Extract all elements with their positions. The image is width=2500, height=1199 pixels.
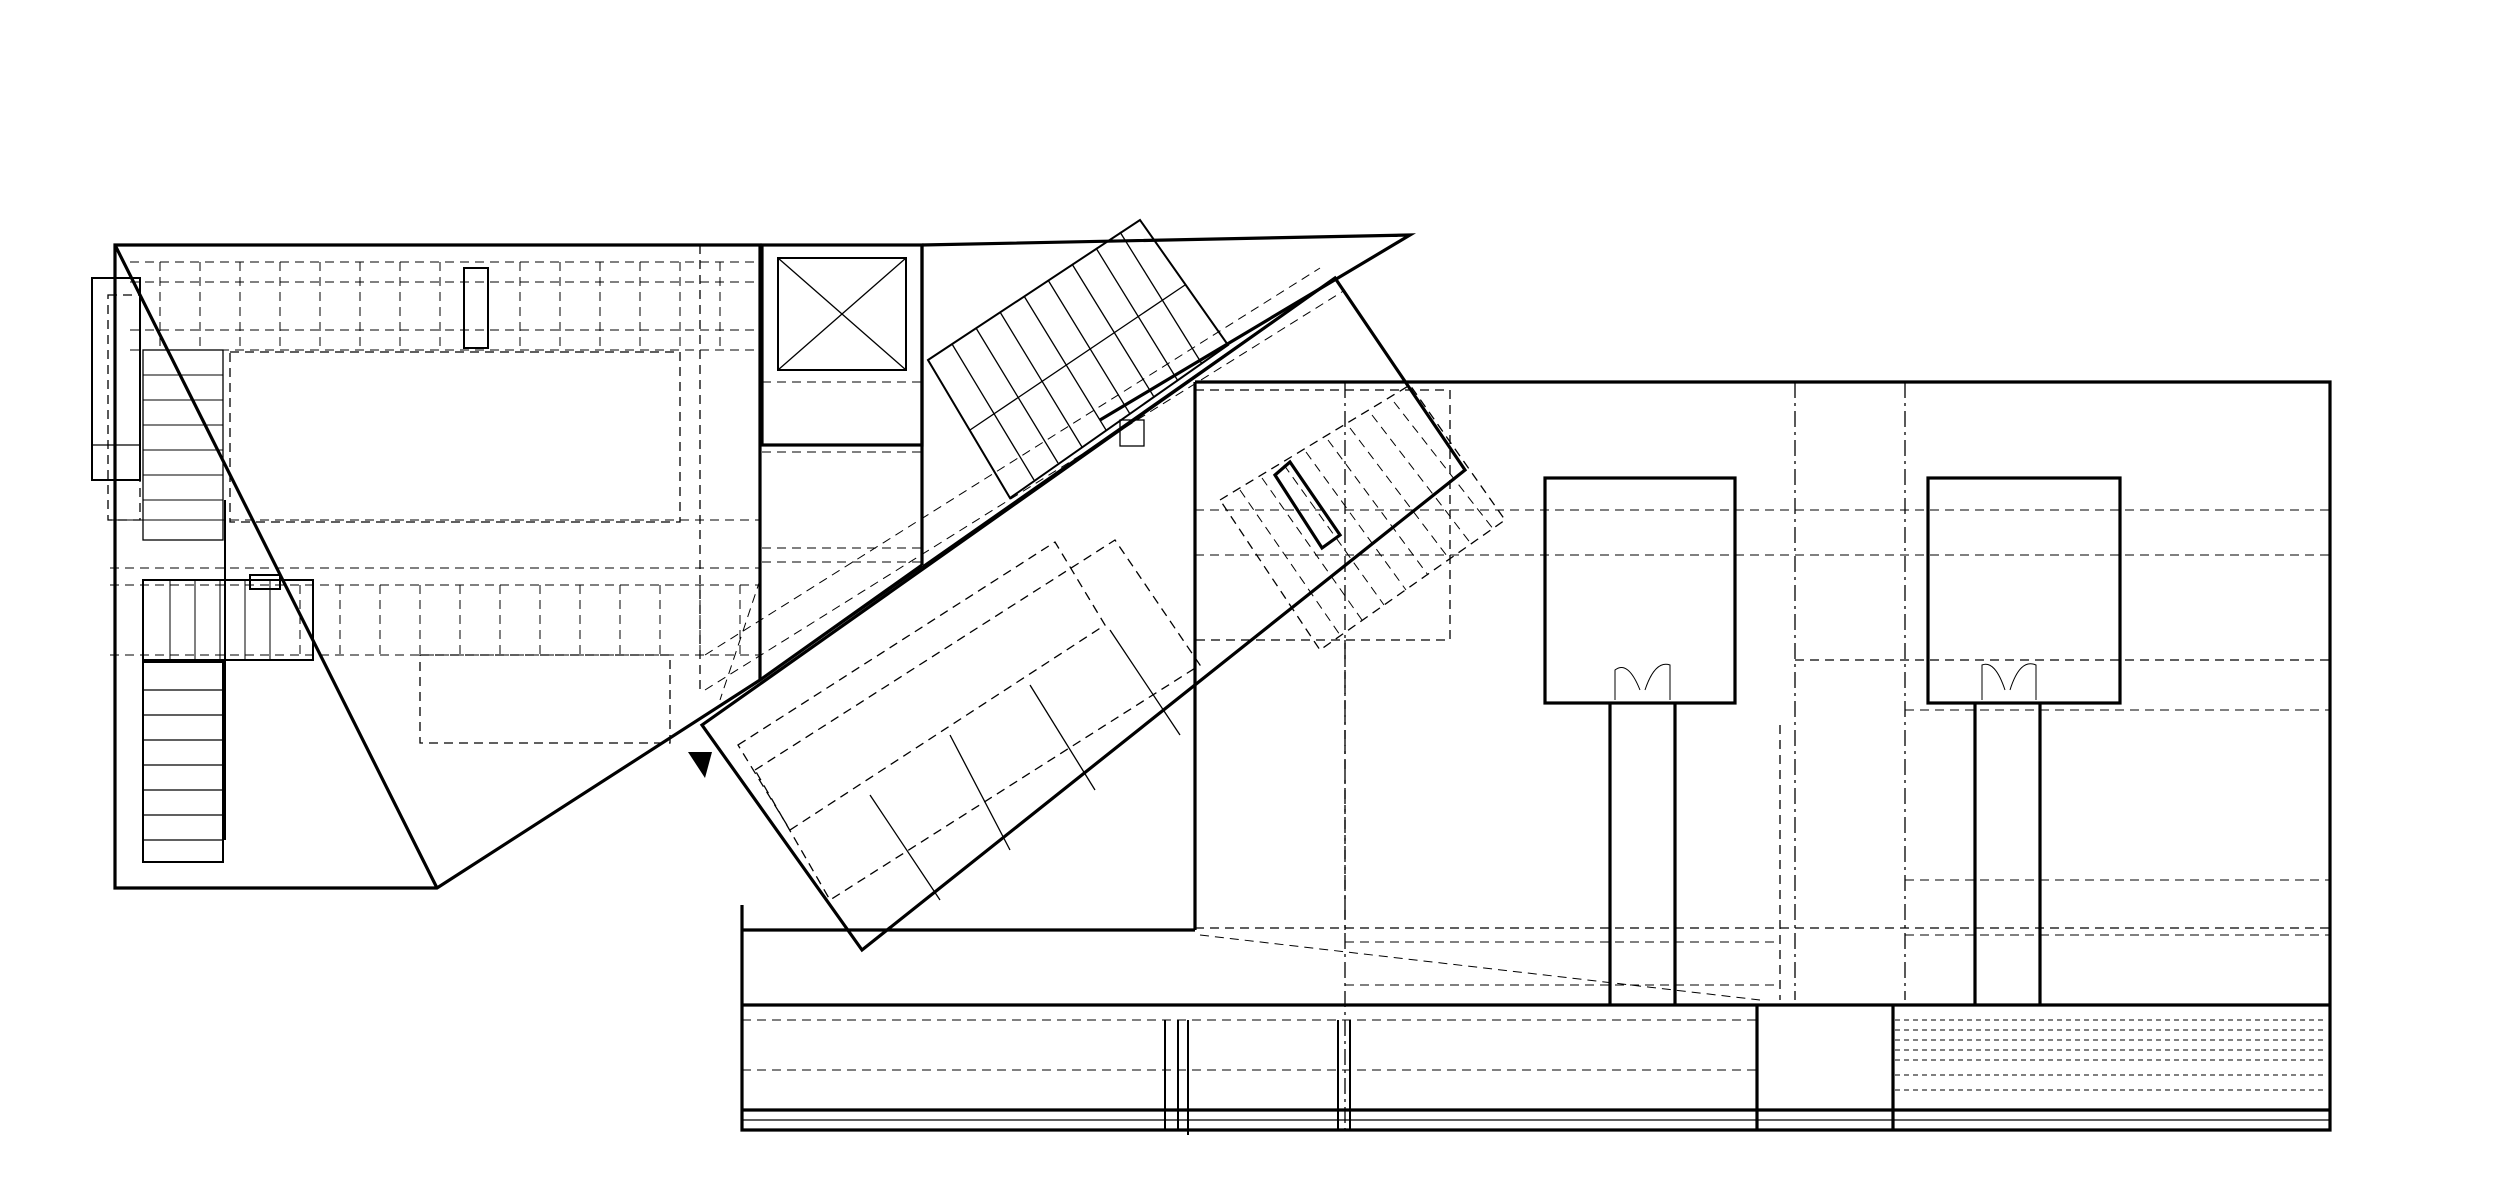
chimney-slot	[463, 267, 489, 349]
pavilion-inner-edge	[759, 563, 923, 682]
central-core	[699, 243, 924, 690]
pavilion-room-dashed	[737, 541, 1106, 831]
west-wing-diagonal-wall	[113, 244, 439, 889]
north-stair-flight	[926, 218, 1230, 500]
east-block	[740, 380, 2332, 1135]
skylight-box	[777, 257, 907, 371]
roof-rafters-top	[159, 262, 721, 350]
west-stair-lower-flight	[142, 661, 224, 863]
east-rotated-stair	[1194, 384, 1506, 651]
roof-rafters-bottom	[299, 585, 741, 655]
east-stair-treads	[1239, 401, 1495, 636]
north-stair-step-box	[1119, 419, 1145, 447]
room-a-door-swing	[1614, 663, 1671, 700]
west-stair-upper-flight	[142, 349, 224, 541]
hatched-band	[1895, 1019, 2325, 1091]
west-wing	[91, 243, 762, 890]
north-canopy	[921, 233, 1417, 422]
west-entry-frame-dashed	[107, 294, 141, 521]
west-wing-room-outline	[419, 654, 671, 744]
east-stair-box	[1272, 459, 1343, 551]
west-stair-landing	[142, 579, 314, 661]
room-b-door-swing	[1981, 663, 2037, 700]
west-stair	[142, 349, 314, 863]
pavilion-outline	[699, 275, 1468, 953]
west-wing-room-outline	[229, 351, 681, 523]
west-wing-outline	[113, 243, 762, 890]
pavilion-room-dashed	[754, 539, 1201, 901]
east-stair-zone-dashed	[1194, 389, 1451, 641]
west-stair-landing-treads	[169, 580, 271, 660]
pavilion-dashed-line	[719, 579, 761, 701]
triangle-marker-icon	[688, 752, 712, 778]
north-stair	[921, 218, 1417, 500]
core-outline	[760, 243, 924, 447]
room-b-outline	[1926, 476, 2122, 705]
west-stair-newel	[249, 574, 281, 590]
east-block-outline	[740, 380, 2332, 1132]
west-stair-upper-treads	[143, 374, 223, 521]
north-stair-treads	[951, 231, 1203, 481]
pavilion-dashed-diagonal	[704, 267, 1321, 656]
rotated-pavilion	[699, 267, 1468, 953]
west-stair-lower-treads	[143, 689, 223, 841]
north-stair-stringer	[969, 284, 1186, 431]
room-a-outline	[1543, 476, 1737, 705]
skylight-cross	[777, 257, 907, 371]
room-b	[1926, 476, 2122, 1005]
room-a	[1543, 476, 1737, 1005]
pavilion-bay-dividers	[869, 629, 1181, 901]
east-block-slope-line	[1199, 934, 1761, 1001]
pavilion-dashed-diagonal	[704, 289, 1346, 691]
west-entry-frame	[91, 277, 141, 481]
east-stair-flight	[1219, 384, 1506, 651]
